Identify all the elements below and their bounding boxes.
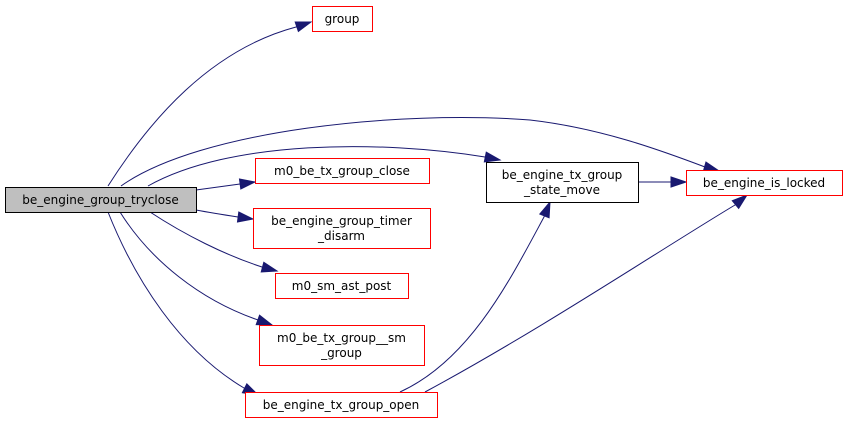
node-be-engine-is-locked[interactable]: be_engine_is_locked bbox=[686, 170, 843, 196]
arrowhead-icon bbox=[255, 314, 274, 326]
node-label: be_engine_group_timer bbox=[271, 214, 412, 228]
edge-be_engine_tx_group_open-to-be_engine_is_locked bbox=[424, 193, 749, 393]
node-box bbox=[312, 6, 373, 32]
node-label: m0_be_tx_group__sm bbox=[277, 331, 406, 345]
edge-root-to-be_engine_tx_group_open bbox=[107, 211, 260, 396]
edge-root-to-be_engine_is_locked bbox=[120, 117, 721, 187]
node-root[interactable]: be_engine_group_tryclose bbox=[5, 187, 197, 213]
node-box bbox=[486, 162, 639, 203]
node-m0-sm-ast-post[interactable]: m0_sm_ast_post bbox=[275, 273, 409, 299]
arrowhead-icon bbox=[483, 151, 502, 163]
node-label: be_engine_group_tryclose bbox=[22, 193, 178, 207]
edge-be_engine_tx_group_open-to-be_engine_tx_group_state_move bbox=[399, 200, 551, 393]
node-be-engine-tx-group-open[interactable]: be_engine_tx_group_open bbox=[245, 392, 438, 418]
node-label: _state_move bbox=[523, 183, 600, 197]
edge-be_engine_tx_group_state_move-to-be_engine_is_locked bbox=[638, 176, 688, 188]
node-box bbox=[686, 170, 843, 196]
arrowhead-icon bbox=[238, 178, 257, 190]
node-box bbox=[255, 158, 430, 184]
node-box bbox=[5, 187, 197, 213]
arrowhead-icon bbox=[731, 193, 749, 210]
edge-line bbox=[195, 183, 241, 191]
edge-line bbox=[147, 146, 486, 187]
edge-line bbox=[107, 26, 297, 187]
node-be-engine-tx-group-state-move[interactable]: be_engine_tx_group_state_move bbox=[486, 162, 639, 203]
node-box bbox=[275, 273, 409, 299]
node-group[interactable]: group bbox=[312, 6, 373, 32]
arrowhead-icon bbox=[670, 176, 688, 188]
edge-root-to-be_engine_tx_group_state_move bbox=[147, 146, 502, 187]
edge-root-to-be_engine_group_timer_disarm bbox=[195, 209, 255, 223]
node-label: be_engine_is_locked bbox=[703, 176, 825, 190]
edge-line bbox=[195, 209, 239, 218]
edge-root-to-m0_be_tx_group_close bbox=[195, 178, 257, 191]
node-label: group bbox=[325, 12, 360, 26]
arrowhead-icon bbox=[236, 211, 255, 223]
node-label: m0_be_tx_group_close bbox=[274, 164, 410, 178]
edge-line bbox=[107, 211, 245, 389]
edge-root-to-group bbox=[107, 21, 313, 187]
node-box bbox=[253, 208, 431, 249]
node-m0-be-tx-group--sm-group[interactable]: m0_be_tx_group__sm_group bbox=[259, 325, 425, 366]
edge-line bbox=[399, 215, 545, 393]
nodes: be_engine_group_tryclose group m0_be_tx_gr… bbox=[5, 6, 843, 418]
node-be-engine-group-timer-disarm[interactable]: be_engine_group_timer_disarm bbox=[253, 208, 431, 249]
node-label: m0_sm_ast_post bbox=[292, 279, 392, 293]
node-m0-be-tx-group-close[interactable]: m0_be_tx_group_close bbox=[255, 158, 430, 184]
node-label: be_engine_tx_group_open bbox=[263, 398, 420, 412]
node-box bbox=[259, 325, 425, 366]
node-label: _group bbox=[320, 346, 362, 360]
node-box bbox=[245, 392, 438, 418]
edge-line bbox=[119, 211, 259, 321]
arrowhead-icon bbox=[538, 200, 551, 219]
edge-root-to-m0_be_tx_group__sm_group bbox=[119, 211, 274, 326]
node-label: _disarm bbox=[317, 229, 365, 243]
arrowhead-icon bbox=[260, 261, 279, 273]
edge-root-to-m0_sm_ast_post bbox=[149, 211, 279, 273]
node-label: be_engine_tx_group bbox=[502, 168, 623, 182]
arrowhead-icon bbox=[294, 21, 313, 33]
edges bbox=[107, 21, 749, 396]
edge-line bbox=[424, 204, 736, 393]
edge-line bbox=[120, 117, 706, 187]
edge-line bbox=[149, 211, 263, 268]
